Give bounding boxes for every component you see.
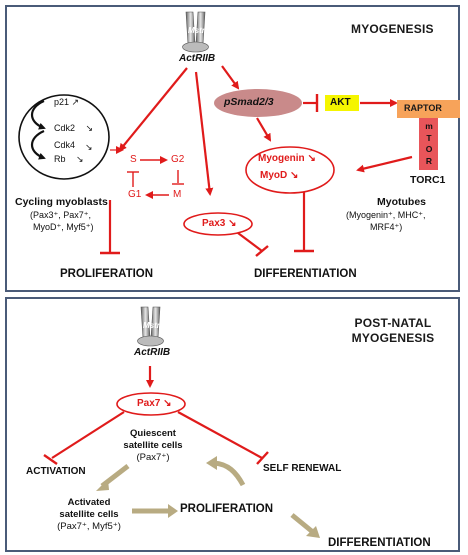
cycle-item-cdk4: Cdk4 (54, 140, 76, 150)
myogenesis-panel (5, 5, 460, 292)
self-renewal-label: SELF RENEWAL (263, 463, 342, 474)
arrow-to-myogenin (256, 117, 272, 142)
proliferation-label-bottom: PROLIFERATION (180, 503, 274, 515)
myotubes-title: Myotubes (377, 196, 427, 208)
pax7-to-self-renewal (177, 411, 263, 459)
myogenin-label: Myogenin ↘ (258, 153, 316, 164)
mtor-box (419, 118, 438, 170)
pax3-label: Pax3 ↘ (202, 218, 237, 229)
akt-box (325, 95, 359, 111)
phase-g2: G2 (171, 154, 185, 165)
akt-label: AKT (330, 97, 351, 108)
raptor-box (397, 100, 460, 118)
pax7-node (116, 392, 186, 416)
phase-m: M (173, 189, 182, 200)
receptor-bottom-icon (137, 306, 164, 347)
activation-label: ACTIVATION (26, 466, 86, 477)
mtor-label: m T O R (425, 121, 433, 166)
phase-g1: G1 (128, 189, 142, 200)
cycle-item-p21: p21 ↗ (54, 97, 80, 107)
arrow-to-cycle (118, 67, 188, 152)
receptor-top-label-bottom: Mstn (143, 321, 162, 330)
pax3-to-differentiation (237, 232, 263, 252)
cycle-item-cdk2: Cdk2 ↘ (54, 123, 94, 133)
phase-s: S (130, 154, 137, 165)
self-renewal-loop (213, 460, 246, 487)
differentiation-label: DIFFERENTIATION (254, 268, 357, 280)
proliferation-label: PROLIFERATION (60, 268, 154, 280)
post-natal-heading: POST-NATAL MYOGENESIS (351, 316, 435, 345)
myotubes-markers-2: MRF4⁺) (370, 222, 403, 232)
pax3-node (183, 212, 253, 236)
activated-cells-label: Activated satellite cells (Pax7⁺, Myf5⁺) (57, 497, 121, 532)
torc1-to-myogenin (356, 155, 413, 173)
receptor-bottom-label: ActRIIB (179, 53, 216, 64)
myod-label: MyoD ↘ (260, 170, 299, 181)
pax7-to-activation (51, 411, 125, 459)
cycle-item-rb: Rb ↘ (54, 154, 84, 164)
psmad-label: pSmad2/3 (224, 96, 274, 108)
cell-cycle-circle (18, 94, 110, 180)
cycling-myoblasts-title: Cycling myoblasts (15, 196, 108, 208)
arrow-to-pax3 (194, 71, 214, 196)
myogenesis-heading: MYOGENESIS (351, 22, 434, 36)
myotubes-markers-1: (Myogenin⁺, MHC⁺, (346, 210, 426, 220)
quiescent-cells-label: Quiescent satellite cells (Pax7⁺) (123, 428, 183, 463)
receptor-bottom-label-bottom: ActRIIB (134, 347, 171, 358)
arrow-to-psmad (221, 65, 240, 90)
myogenin-myod-node (245, 146, 335, 194)
differentiation-label-bottom: DIFFERENTIATION (328, 537, 431, 549)
cycling-myoblasts-markers-2: MyoD⁺, Myf5⁺) (33, 222, 94, 232)
torc1-label: TORC1 (410, 174, 446, 186)
cycle-item-cdk4-arrow: ↘ (85, 142, 93, 152)
pax7-label: Pax7 ↘ (137, 398, 172, 409)
raptor-label: RAPTOR (404, 103, 442, 113)
cycling-myoblasts-markers-1: (Pax3⁺, Pax7⁺, (30, 210, 92, 220)
receptor-top-icon (182, 11, 209, 53)
receptor-top-label: Mstn (188, 26, 207, 35)
psmad-node (214, 89, 302, 117)
proliferation-to-differentiation (290, 513, 316, 535)
